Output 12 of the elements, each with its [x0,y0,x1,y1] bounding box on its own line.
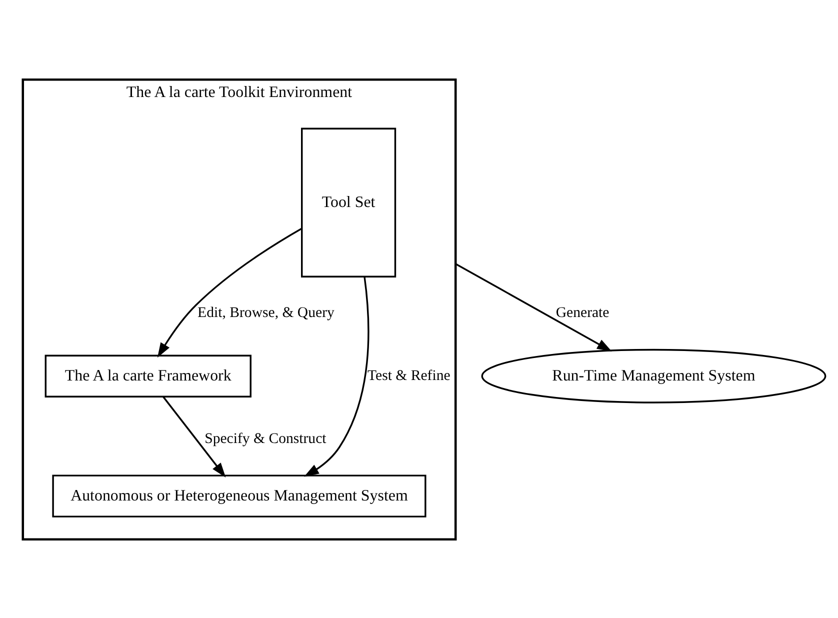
arrow [304,276,369,476]
edge-label: Test & Refine [367,367,450,384]
node-box: Tool Set [300,127,396,278]
edge-label: Edit, Browse, & Query [197,304,334,320]
edge-label: Specify & Construct [204,430,326,446]
arrow [162,396,226,477]
node-box: Autonomous or Heterogeneous Management System [52,474,426,517]
node-box: The A la carte Framework [44,354,251,397]
arrow [454,262,612,351]
arrow [156,227,302,358]
edge-label: Generate [555,304,609,320]
node-ellipse: Run-Time Management System [480,348,826,403]
